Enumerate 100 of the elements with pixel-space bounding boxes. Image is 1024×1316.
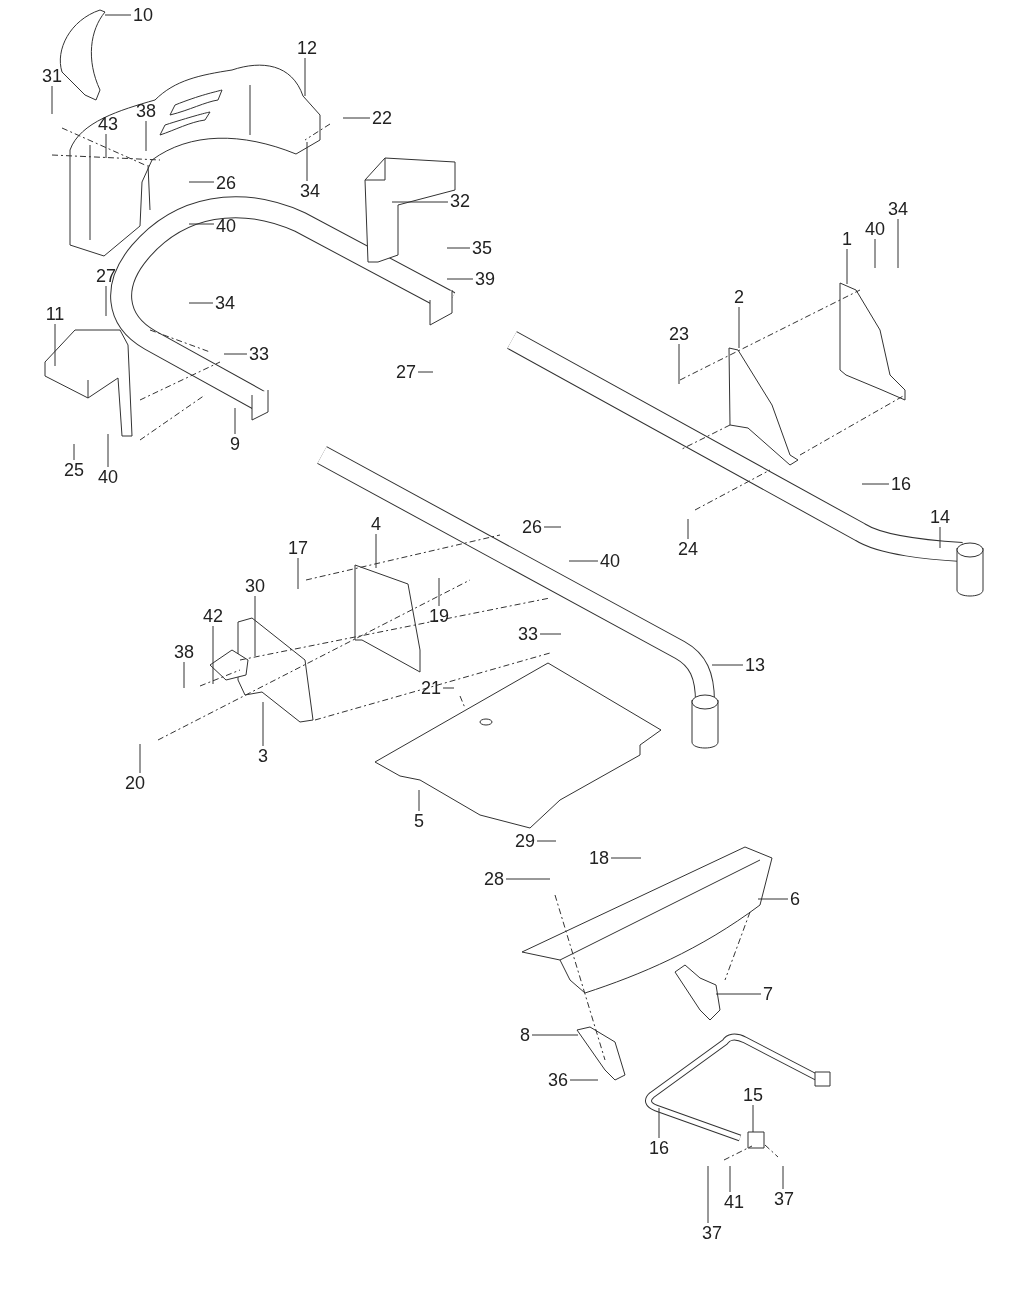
- callout-number: 32: [449, 192, 471, 210]
- callout-number: 40: [864, 220, 886, 238]
- leader-line: [418, 789, 420, 812]
- leader-line: [105, 285, 107, 317]
- leader-line: [711, 664, 744, 666]
- leader-line: [54, 323, 56, 367]
- leader-line: [568, 560, 599, 562]
- callout-number: 22: [371, 109, 393, 127]
- callout-number: 13: [744, 656, 766, 674]
- leader-line: [897, 218, 899, 269]
- callout-number: 14: [929, 508, 951, 526]
- leader-line: [417, 371, 434, 373]
- leader-line: [687, 518, 689, 540]
- callout-number: 9: [229, 435, 241, 453]
- leader-line: [446, 278, 474, 280]
- callout-number: 20: [124, 774, 146, 792]
- callout-number: 35: [471, 239, 493, 257]
- leader-line: [939, 526, 941, 549]
- leader-line: [707, 1165, 709, 1224]
- leader-line: [188, 302, 214, 304]
- callout-number: 34: [299, 182, 321, 200]
- callout-number: 16: [890, 475, 912, 493]
- callout-number: 40: [215, 217, 237, 235]
- callout-number: 8: [519, 1026, 531, 1044]
- leader-line: [51, 85, 53, 115]
- leader-line: [610, 857, 642, 859]
- callout-number: 31: [41, 67, 63, 85]
- callout-number: 29: [514, 832, 536, 850]
- leader-line: [342, 117, 371, 119]
- callout-number: 37: [701, 1224, 723, 1242]
- leader-line: [304, 57, 306, 97]
- callout-number: 33: [517, 625, 539, 643]
- callout-number: 15: [742, 1086, 764, 1104]
- leader-line: [234, 407, 236, 435]
- callout-number: 37: [773, 1190, 795, 1208]
- callout-number: 23: [668, 325, 690, 343]
- leader-line: [212, 625, 214, 685]
- callout-number: 40: [97, 468, 119, 486]
- callout-number: 42: [202, 607, 224, 625]
- callout-number: 18: [588, 849, 610, 867]
- leader-line: [874, 238, 876, 269]
- leader-line: [105, 133, 107, 159]
- leader-line: [658, 1107, 660, 1139]
- callout-number: 4: [370, 515, 382, 533]
- leader-line: [297, 557, 299, 590]
- leader-line: [536, 840, 557, 842]
- leader-line: [752, 1104, 754, 1133]
- callout-number: 10: [132, 6, 154, 24]
- leader-line: [306, 141, 308, 182]
- leader-line: [861, 483, 890, 485]
- leader-line: [254, 595, 256, 657]
- leader-line: [442, 687, 455, 689]
- leader-line: [678, 343, 680, 385]
- callout-number: 17: [287, 539, 309, 557]
- leader-line: [715, 993, 762, 995]
- callout-number: 27: [95, 267, 117, 285]
- leader-line: [107, 433, 109, 468]
- callout-number: 21: [420, 679, 442, 697]
- callout-number: 26: [215, 174, 237, 192]
- callout-number: 25: [63, 461, 85, 479]
- callout-number: 27: [395, 363, 417, 381]
- callout-number: 24: [677, 540, 699, 558]
- callout-number: 11: [44, 305, 66, 323]
- callout-number: 28: [483, 870, 505, 888]
- leader-line: [543, 526, 562, 528]
- callout-number: 16: [648, 1139, 670, 1157]
- leader-line: [846, 248, 848, 285]
- leader-line: [262, 701, 264, 747]
- leader-line: [438, 577, 440, 607]
- callout-number: 3: [257, 747, 269, 765]
- callout-number: 6: [789, 890, 801, 908]
- leader-line: [188, 181, 215, 183]
- callout-number: 1: [841, 230, 853, 248]
- callout-number: 2: [733, 288, 745, 306]
- leader-line: [145, 120, 147, 152]
- callout-number: 36: [547, 1071, 569, 1089]
- callout-number: 12: [296, 39, 318, 57]
- leader-line: [738, 306, 740, 349]
- leader-line: [757, 898, 789, 900]
- callout-number: 30: [244, 577, 266, 595]
- callout-number: 38: [135, 102, 157, 120]
- callout-number: 19: [428, 607, 450, 625]
- leader-line: [531, 1034, 579, 1036]
- callout-number: 39: [474, 270, 496, 288]
- leader-line: [446, 247, 471, 249]
- leader-line: [505, 878, 551, 880]
- callout-number: 41: [723, 1193, 745, 1211]
- callout-number: 43: [97, 115, 119, 133]
- leader-line: [391, 201, 449, 203]
- leader-line: [183, 661, 185, 689]
- leader-line: [223, 353, 248, 355]
- callout-number: 33: [248, 345, 270, 363]
- callout-number: 26: [521, 518, 543, 536]
- leader-line: [104, 14, 132, 16]
- leader-line: [729, 1165, 731, 1193]
- callout-number: 38: [173, 643, 195, 661]
- leader-line: [782, 1165, 784, 1190]
- callout-number: 34: [887, 200, 909, 218]
- callout-number: 40: [599, 552, 621, 570]
- leader-line: [139, 743, 141, 774]
